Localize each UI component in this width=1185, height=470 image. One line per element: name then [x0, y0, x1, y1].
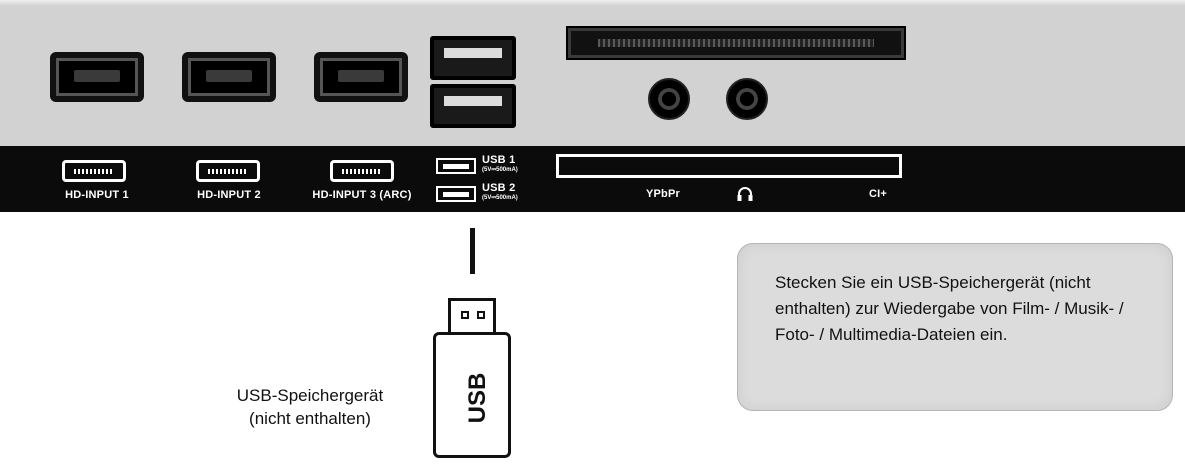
- hdmi-label-3: HD-INPUT 3 (ARC): [312, 189, 412, 201]
- ci-label: CI+: [868, 188, 888, 200]
- usb-spec-1: (5V⎓500mA): [482, 167, 518, 173]
- usb-stick-caption: USB-Speichergerät (nicht enthalten): [205, 384, 415, 430]
- usb-label-2: USB 2: [482, 182, 516, 194]
- hdmi-label-icon: [330, 160, 394, 182]
- hdmi-label-icon: [196, 160, 260, 182]
- usb-stick: [433, 332, 511, 458]
- ci-slot[interactable]: [566, 26, 906, 60]
- usb-label-icon: [436, 158, 476, 174]
- hdmi-port-2[interactable]: [182, 52, 276, 102]
- ci-label-bar: [556, 154, 902, 178]
- hdmi-port-3[interactable]: [314, 52, 408, 102]
- headphone-icon: [736, 186, 754, 202]
- usb-port-1[interactable]: [430, 36, 516, 80]
- usb-port-2[interactable]: [430, 84, 516, 128]
- caption-line-2: (nicht enthalten): [249, 409, 371, 428]
- usb-spec-2: (5V⎓500mA): [482, 195, 518, 201]
- caption-line-1: USB-Speichergerät: [236, 386, 384, 405]
- hdmi-label-1: HD-INPUT 1: [65, 189, 129, 201]
- hdmi-port-1[interactable]: [50, 52, 144, 102]
- usb-label-icon: [436, 186, 476, 202]
- ypbpr-jack[interactable]: [648, 78, 690, 120]
- ypbpr-label: YPbPr: [645, 188, 680, 200]
- hdmi-label-2: HD-INPUT 2: [197, 189, 261, 201]
- usb-stick-plug: [448, 298, 496, 338]
- info-callout: [737, 243, 1173, 411]
- connection-line: [470, 228, 475, 274]
- info-text: Stecken Sie ein USB-Speichergerät (nicht…: [775, 273, 1124, 344]
- tv-connector-panel: [0, 0, 1185, 148]
- usb-stick-label: USB: [464, 372, 491, 424]
- usb-label-1: USB 1: [482, 154, 516, 166]
- headphone-jack[interactable]: [726, 78, 768, 120]
- hdmi-label-icon: [62, 160, 126, 182]
